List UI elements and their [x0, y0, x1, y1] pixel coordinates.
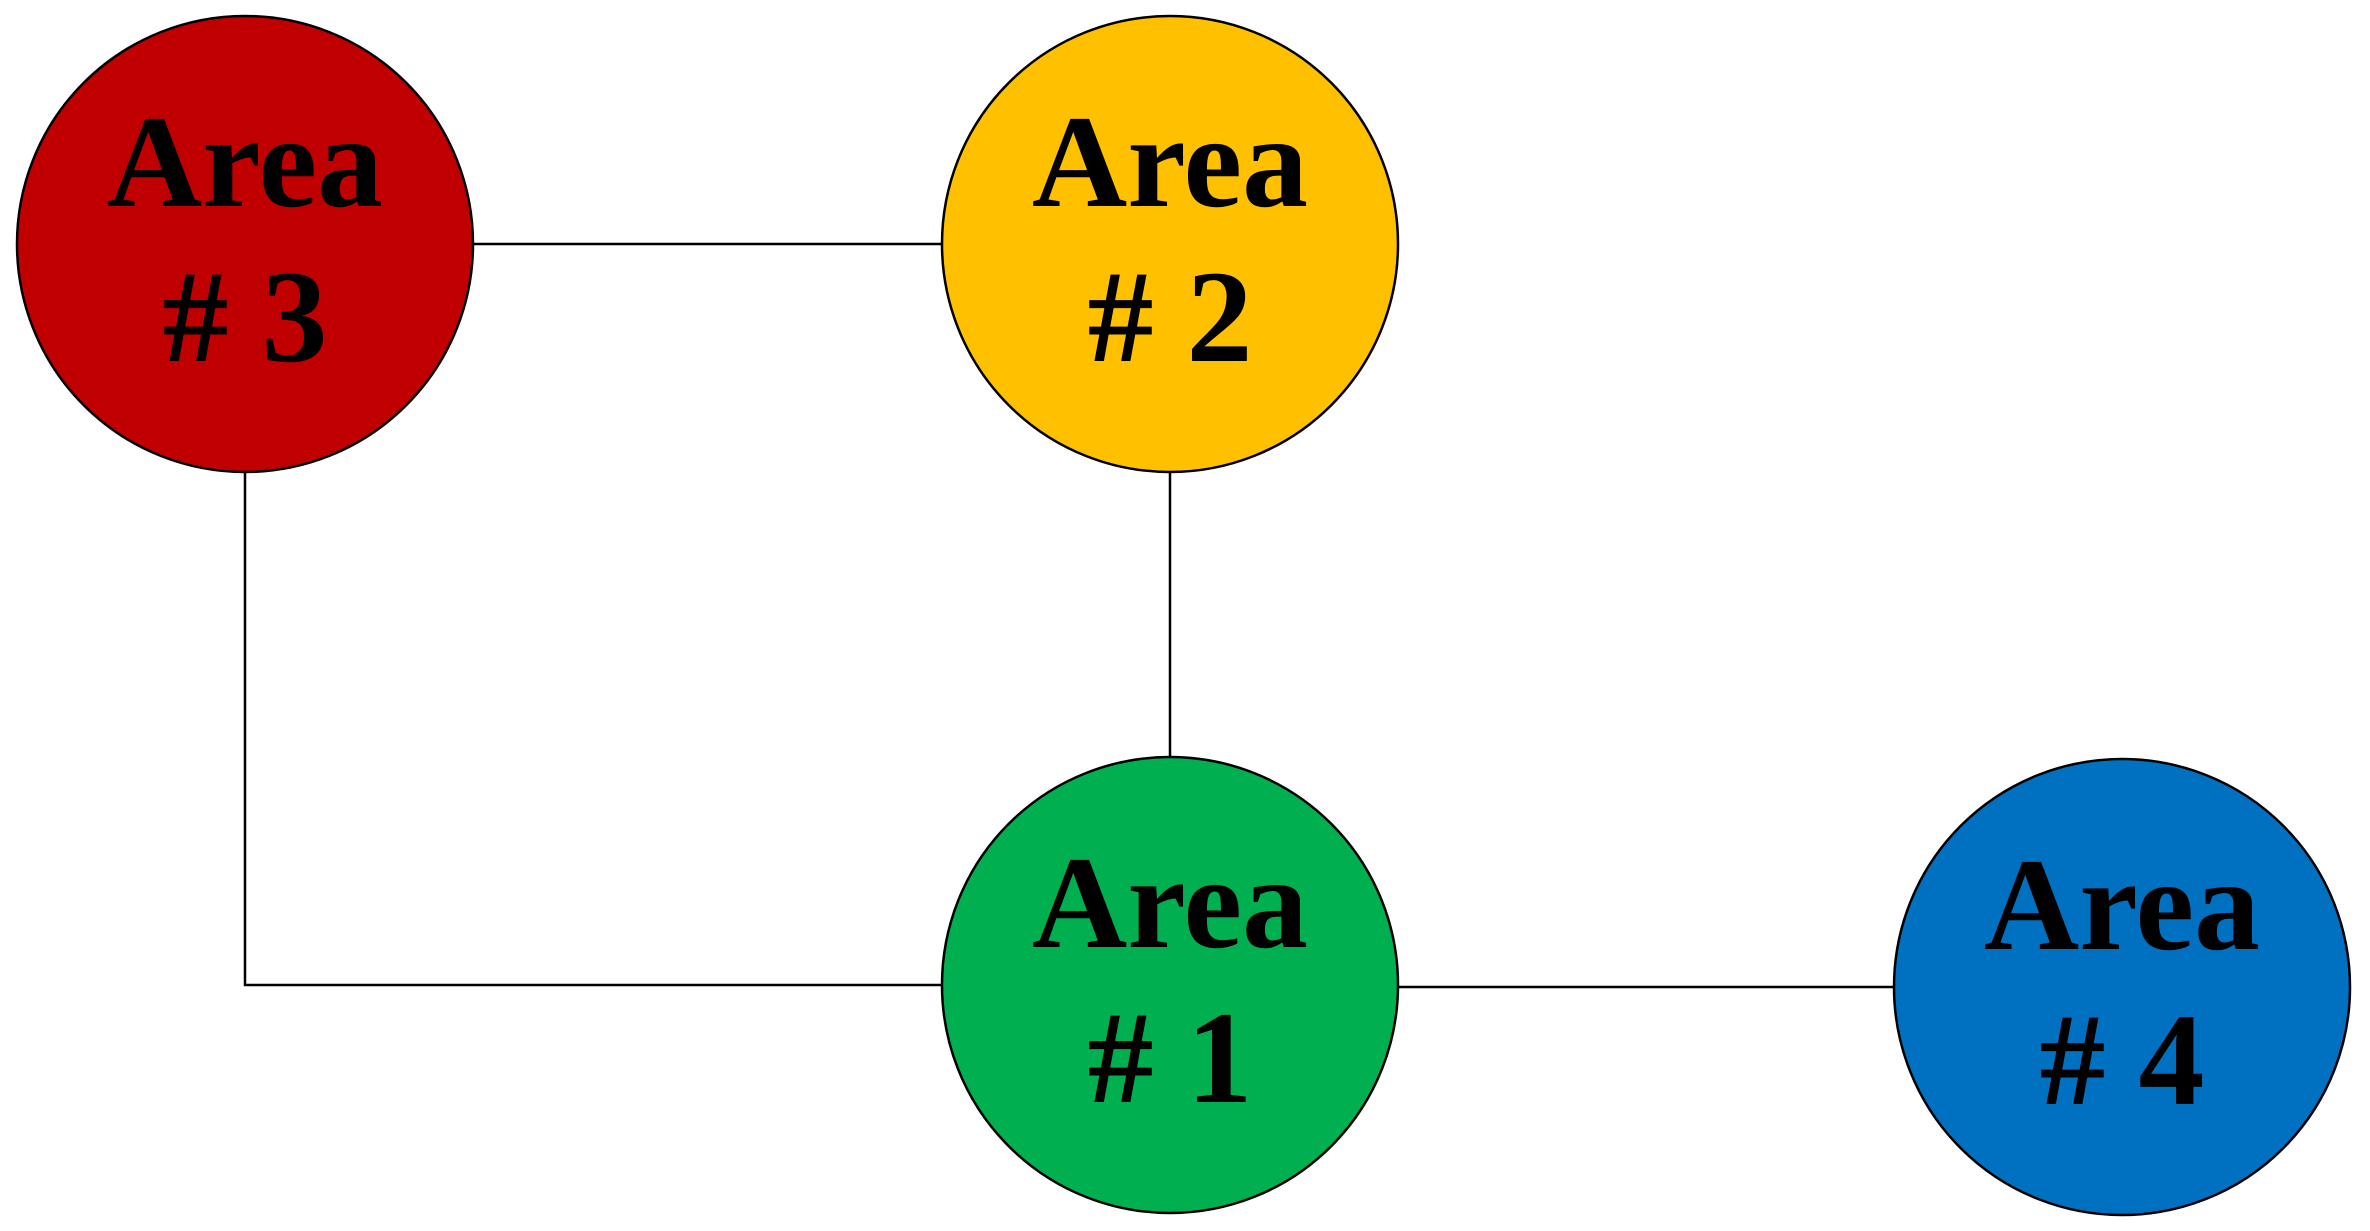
node-area-4-label-line2: # 4 [2040, 986, 2205, 1133]
node-area-4: Area # 4 [1892, 757, 2352, 1217]
node-area-1: Area # 1 [940, 755, 1400, 1215]
node-area-1-label-line2: # 1 [1088, 984, 1253, 1131]
node-area-2-label-line1: Area [1032, 88, 1308, 235]
node-area-1-label-line1: Area [1032, 829, 1308, 976]
node-area-2-circle [940, 14, 1400, 474]
edge-area3-area1 [243, 472, 942, 987]
node-area-3-circle [15, 14, 475, 474]
node-area-1-circle [940, 755, 1400, 1215]
node-area-3-label-line1: Area [107, 88, 383, 235]
node-area-4-label-line1: Area [1984, 831, 2260, 978]
node-area-2: Area # 2 [940, 14, 1400, 474]
node-area-3: Area # 3 [15, 14, 475, 474]
node-area-2-label-line2: # 2 [1088, 243, 1253, 390]
node-area-4-circle [1892, 757, 2352, 1217]
edge-layer [243, 242, 1894, 989]
node-area-3-label-line2: # 3 [163, 243, 328, 390]
